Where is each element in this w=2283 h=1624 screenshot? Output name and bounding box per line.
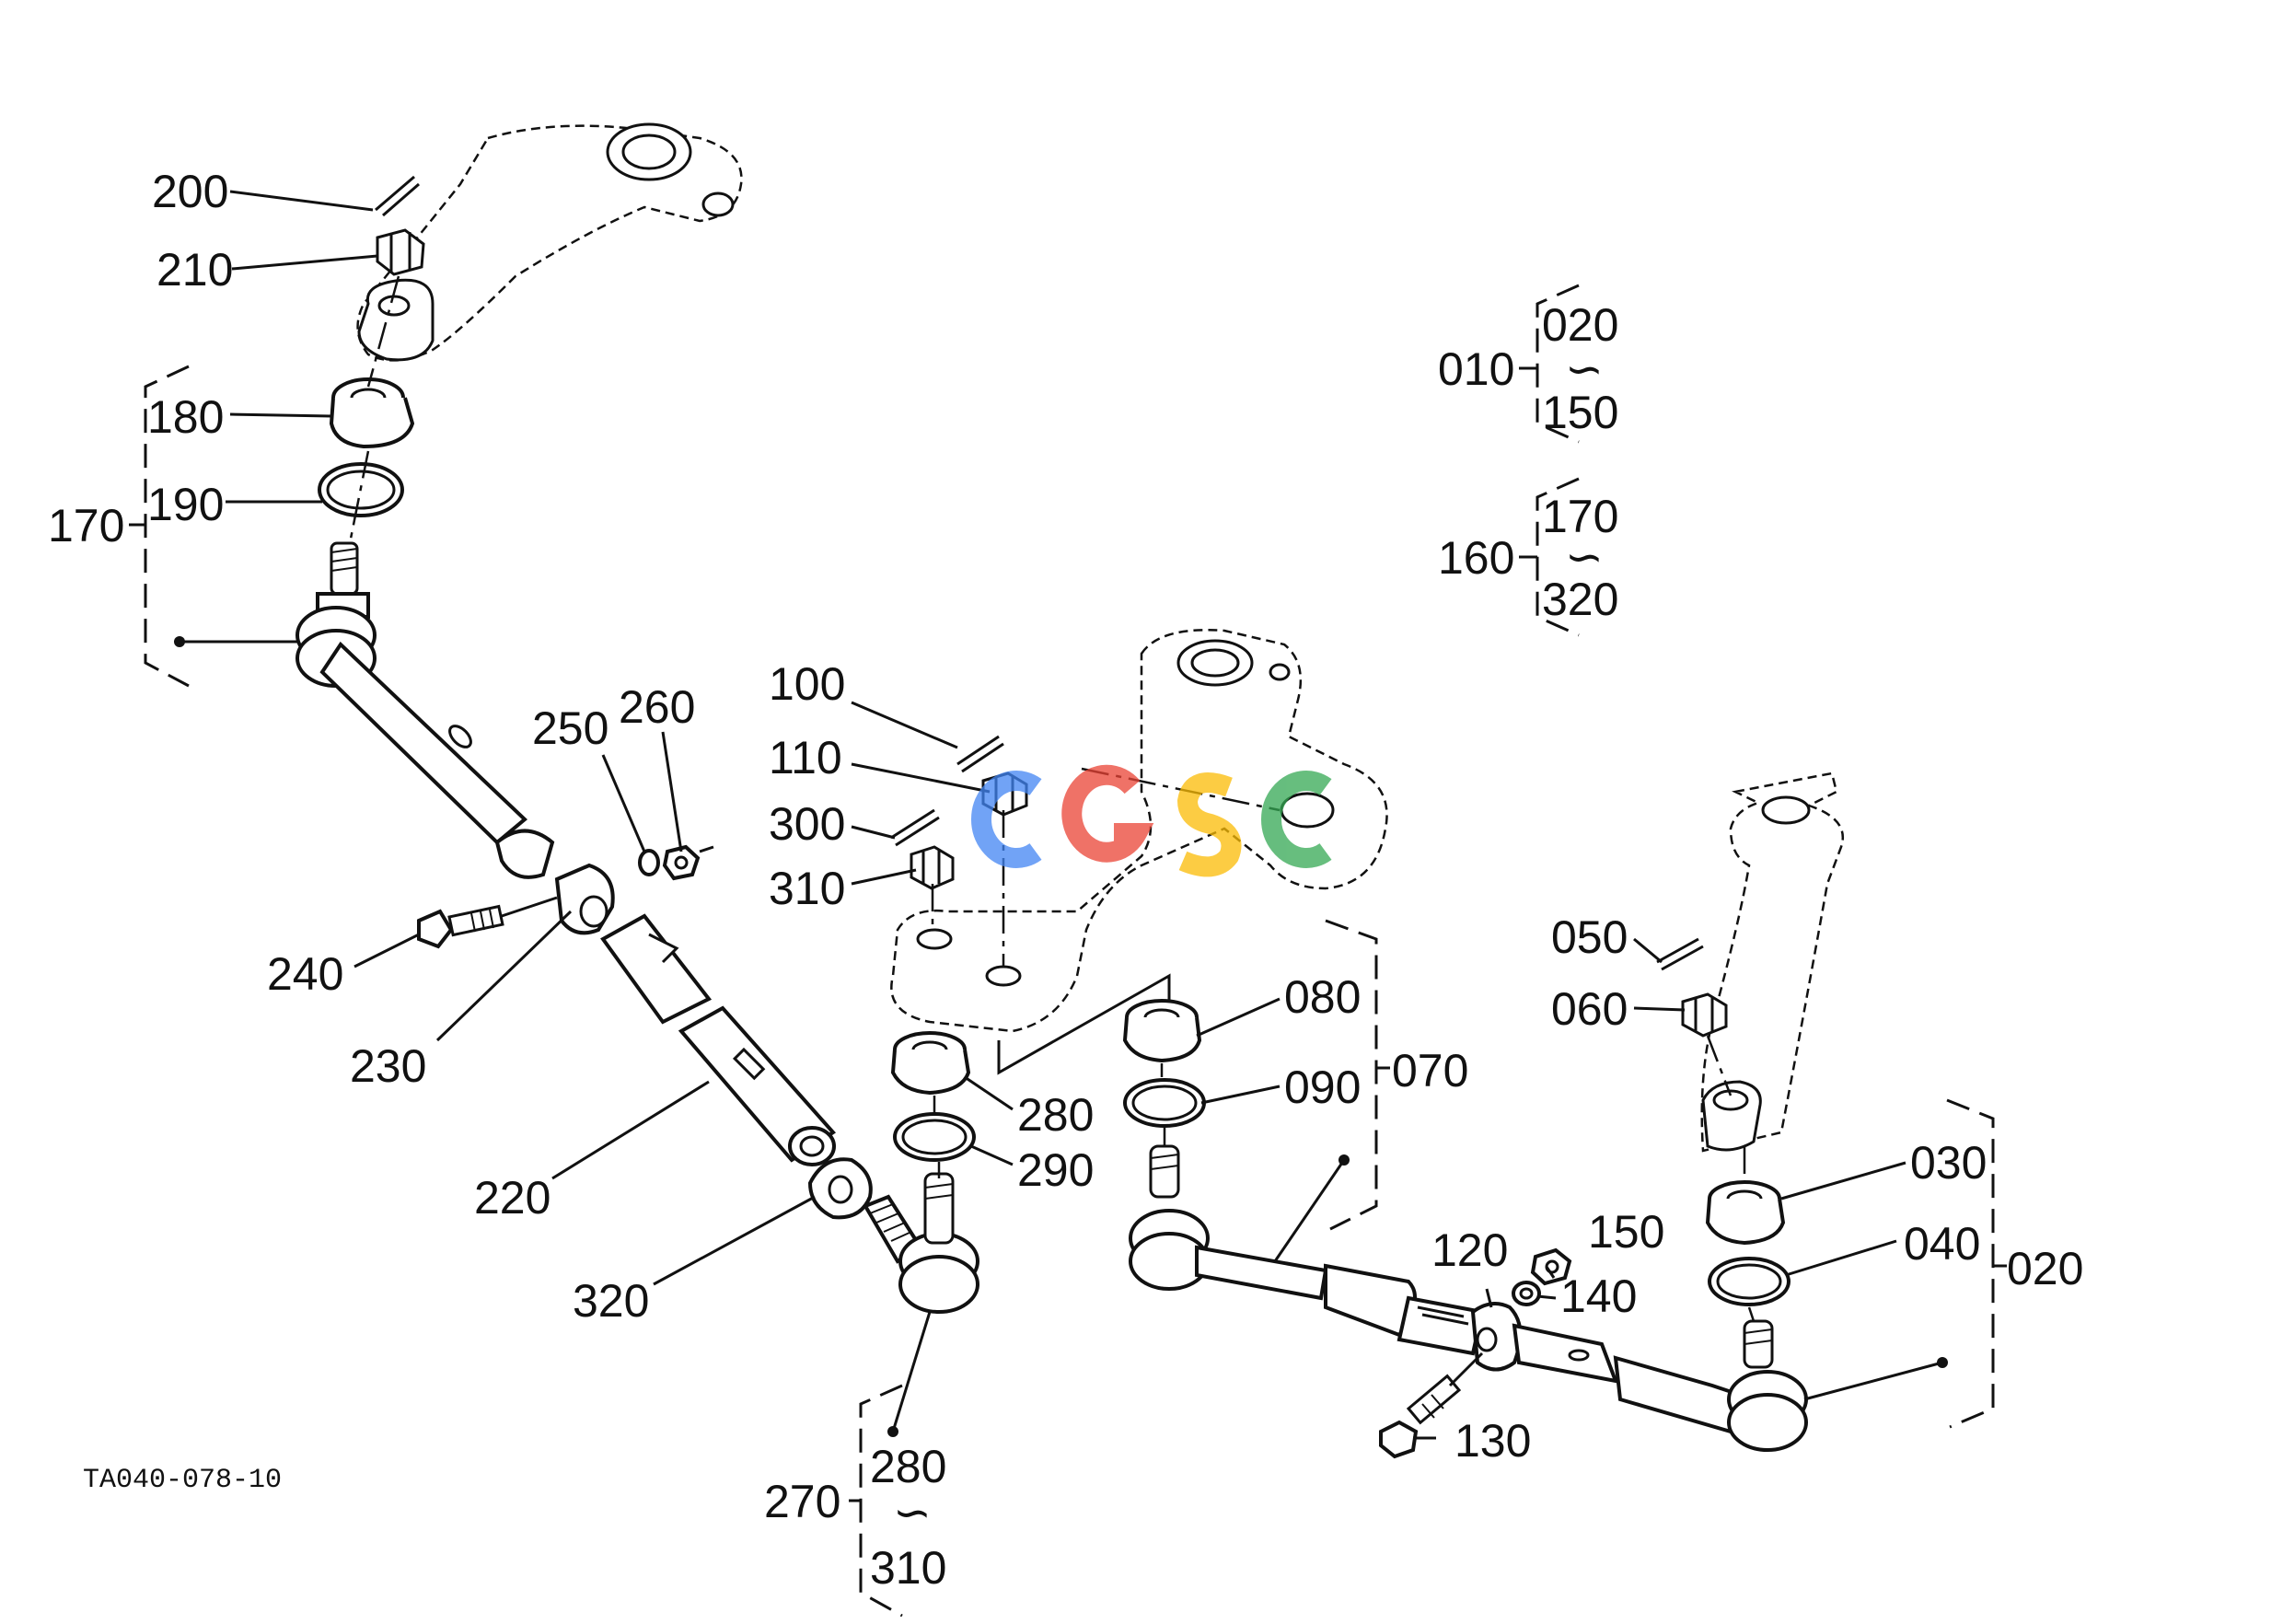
callout-240: 240 [267, 948, 343, 1000]
bracket-270 [859, 1384, 903, 1618]
group-160-range: ∽ [1565, 531, 1604, 583]
castle-nut-210 [376, 228, 425, 276]
callout-260: 260 [619, 681, 695, 733]
ring-290 [893, 1112, 976, 1162]
callout-130: 130 [1454, 1415, 1531, 1467]
group-270-parent: 270 [764, 1476, 840, 1527]
group-010-from: 020 [1542, 299, 1618, 351]
dust-seal-280 [890, 1031, 971, 1096]
callout-290: 290 [1017, 1144, 1094, 1196]
watermark-letter-c2 [1261, 771, 1332, 868]
cotter-pin-200 [375, 175, 420, 217]
tie-rod-end-upper-left [296, 541, 555, 879]
callout-200: 200 [152, 166, 228, 217]
dust-seal-180 [329, 377, 415, 449]
callout-220: 220 [474, 1172, 550, 1224]
knuckle-arm-center [890, 629, 1388, 1075]
callout-110: 110 [769, 732, 842, 783]
group-160-from: 170 [1542, 491, 1618, 542]
callout-300: 300 [769, 798, 845, 850]
callout-030: 030 [1910, 1137, 1987, 1189]
callout-060: 060 [1551, 983, 1628, 1035]
group-160-to: 320 [1542, 574, 1618, 625]
tie-rod-end-lower-left [863, 1172, 979, 1314]
bracket-010 [1536, 284, 1580, 444]
callout-labels: 200 210 180 190 170 250 260 240 230 220 … [48, 166, 2083, 1467]
watermark-logo [971, 764, 1332, 877]
group-010-range: ∽ [1565, 343, 1604, 395]
group-270-from: 280 [870, 1441, 946, 1492]
cotter-pin-050 [1656, 937, 1704, 971]
callout-250: 250 [532, 702, 608, 754]
group-010-to: 150 [1542, 387, 1618, 438]
drawing-code: TA040-078-10 [83, 1465, 282, 1496]
group-270-to: 310 [870, 1542, 946, 1594]
callout-090: 090 [1284, 1061, 1361, 1113]
callout-070: 070 [1392, 1045, 1468, 1096]
callout-140: 140 [1560, 1270, 1637, 1322]
dust-seal-030 [1705, 1180, 1786, 1246]
callout-020: 020 [2007, 1243, 2083, 1294]
nut-150 [1530, 1247, 1572, 1286]
watermark-letter-c1 [971, 771, 1042, 868]
watermark-letter-g [1061, 764, 1154, 863]
tie-rod-end-center [1129, 1144, 1417, 1338]
callout-170: 170 [48, 500, 124, 551]
callout-040: 040 [1904, 1218, 1980, 1270]
cotter-pin-300 [890, 808, 940, 847]
group-270-range: ∽ [893, 1487, 932, 1538]
callout-180: 180 [147, 391, 224, 443]
watermark-letter-s [1176, 772, 1242, 877]
group-160-parent: 160 [1438, 532, 1514, 584]
callout-080: 080 [1284, 971, 1361, 1023]
bolt-240 [417, 896, 558, 949]
bolt-130 [1379, 1351, 1484, 1459]
group-160: 160 170 ∽ 320 [1438, 491, 1618, 625]
callout-320: 320 [573, 1275, 649, 1327]
callout-210: 210 [156, 244, 233, 296]
group-010-parent: 010 [1438, 343, 1514, 395]
callout-230: 230 [350, 1040, 426, 1092]
ring-040 [1708, 1257, 1790, 1306]
clamp-120 [1470, 1302, 1743, 1434]
castle-nut-060 [1681, 992, 1728, 1038]
knuckle-arm-right [1700, 771, 1844, 1153]
lock-nut-320 [807, 1157, 873, 1220]
callout-100: 100 [769, 658, 845, 710]
clamp-230 [554, 863, 615, 935]
callout-150: 150 [1588, 1206, 1664, 1258]
dust-seal-080 [1122, 999, 1202, 1063]
leader-lines [129, 190, 2007, 1502]
callout-120: 120 [1431, 1224, 1508, 1276]
group-010: 010 020 ∽ 150 [1438, 299, 1618, 438]
washer-250 [638, 849, 660, 876]
cotter-pin-100 [956, 735, 1004, 773]
tie-rod-end-right [1727, 1319, 1808, 1452]
group-270: 270 280 ∽ 310 [764, 1441, 946, 1594]
bracket-070 [1325, 919, 1378, 1231]
callout-280-middle: 280 [1017, 1089, 1094, 1141]
tie-rod-tube-220 [600, 913, 837, 1166]
tie-rod-tube-right [1396, 1295, 1485, 1356]
bracket-020 [1946, 1098, 1995, 1429]
washer-140 [1512, 1281, 1541, 1306]
ring-090 [1123, 1078, 1206, 1128]
callout-190: 190 [147, 479, 224, 530]
callout-050: 050 [1551, 911, 1628, 963]
callout-310: 310 [769, 863, 845, 914]
steering-arm-upper-left [356, 122, 743, 362]
castle-nut-310 [910, 845, 955, 890]
nut-260 [662, 844, 714, 881]
